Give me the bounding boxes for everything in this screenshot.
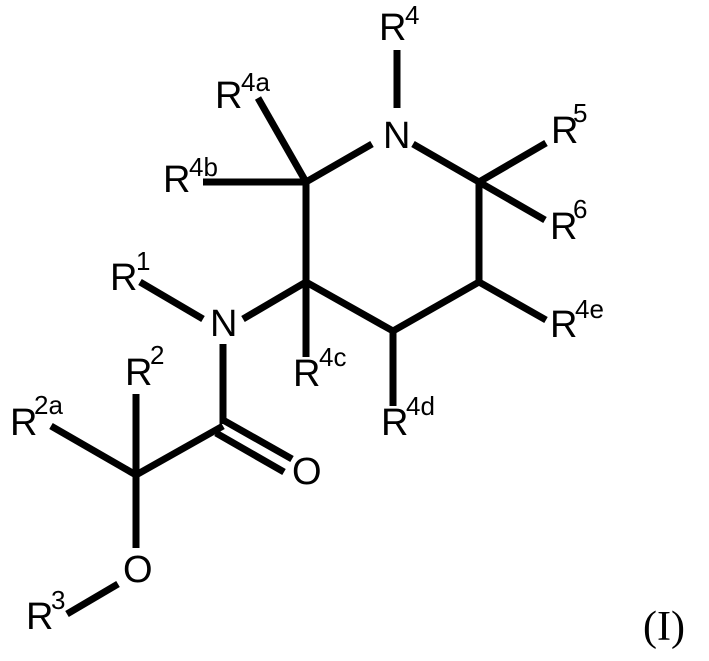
bond-C5-C4: [391, 278, 481, 335]
ether-oxygen-label: O: [123, 549, 153, 591]
svg-text:6: 6: [573, 194, 587, 224]
svg-text:R: R: [125, 352, 152, 394]
svg-text:4d: 4d: [406, 391, 435, 421]
svg-text:R: R: [550, 206, 577, 248]
svg-text:4: 4: [405, 0, 419, 30]
bond-C6-R5: [477, 139, 548, 186]
svg-text:5: 5: [573, 98, 587, 128]
bond-CO-double-2: [214, 429, 286, 476]
bond-etherO-R3: [65, 580, 120, 618]
svg-text:R: R: [215, 75, 242, 117]
substituent-R6: R 6: [550, 194, 587, 248]
svg-text:2a: 2a: [34, 390, 63, 420]
svg-text:4a: 4a: [241, 67, 270, 97]
svg-text:4c: 4c: [319, 342, 346, 372]
substituent-R3: R 3: [26, 585, 65, 638]
ring-nitrogen-label: N: [383, 115, 410, 157]
svg-text:R: R: [10, 402, 37, 444]
bond-C6-R6: [477, 178, 547, 224]
svg-text:R: R: [550, 304, 577, 346]
svg-text:R: R: [379, 7, 406, 49]
atom-labels: N N O O: [123, 115, 410, 591]
svg-text:R: R: [293, 353, 320, 395]
svg-text:2: 2: [150, 340, 164, 370]
bond-C5-R4e: [477, 278, 548, 324]
substituent-R4: R 4: [379, 0, 419, 49]
bond-C3-C4: [304, 278, 395, 335]
svg-text:R: R: [26, 596, 53, 638]
svg-text:R: R: [381, 402, 408, 444]
formula-number-label: (I): [643, 604, 685, 650]
bond-C2-R4a: [254, 96, 310, 184]
bond-N-C6: [411, 140, 481, 186]
svg-text:3: 3: [51, 585, 65, 615]
carbonyl-oxygen-label: O: [292, 451, 322, 493]
bond-N-C2: [304, 140, 374, 186]
substituent-R5: R 5: [551, 98, 587, 152]
substituent-R4c: R 4c: [293, 342, 346, 395]
substituent-R4b: R 4b: [163, 152, 218, 201]
amide-nitrogen-label: N: [210, 303, 237, 345]
substituent-R4d: R 4d: [381, 391, 435, 444]
svg-text:1: 1: [136, 246, 150, 276]
bonds: [49, 50, 548, 618]
svg-text:R: R: [163, 159, 190, 201]
substituent-R4a: R 4a: [215, 67, 270, 117]
substituent-R1: R 1: [110, 246, 150, 299]
bond-CO-double-1: [221, 416, 294, 463]
bond-carbonylC-alphaC: [134, 422, 225, 479]
svg-text:4b: 4b: [189, 152, 218, 182]
substituent-R2a: R 2a: [10, 390, 63, 444]
bond-R1-amideN: [138, 278, 205, 323]
substituent-R2: R 2: [125, 340, 164, 394]
svg-text:R: R: [110, 257, 137, 299]
substituent-R4e: R 4e: [550, 294, 604, 346]
bond-C3-amideN: [241, 278, 308, 323]
substituent-labels: R 4 R 4a R 4b R 5 R 6 R 1 R 4c R 4d: [10, 0, 604, 638]
svg-text:R: R: [551, 110, 578, 152]
svg-text:4e: 4e: [575, 294, 604, 324]
bond-alphaC-R2a: [49, 422, 138, 479]
